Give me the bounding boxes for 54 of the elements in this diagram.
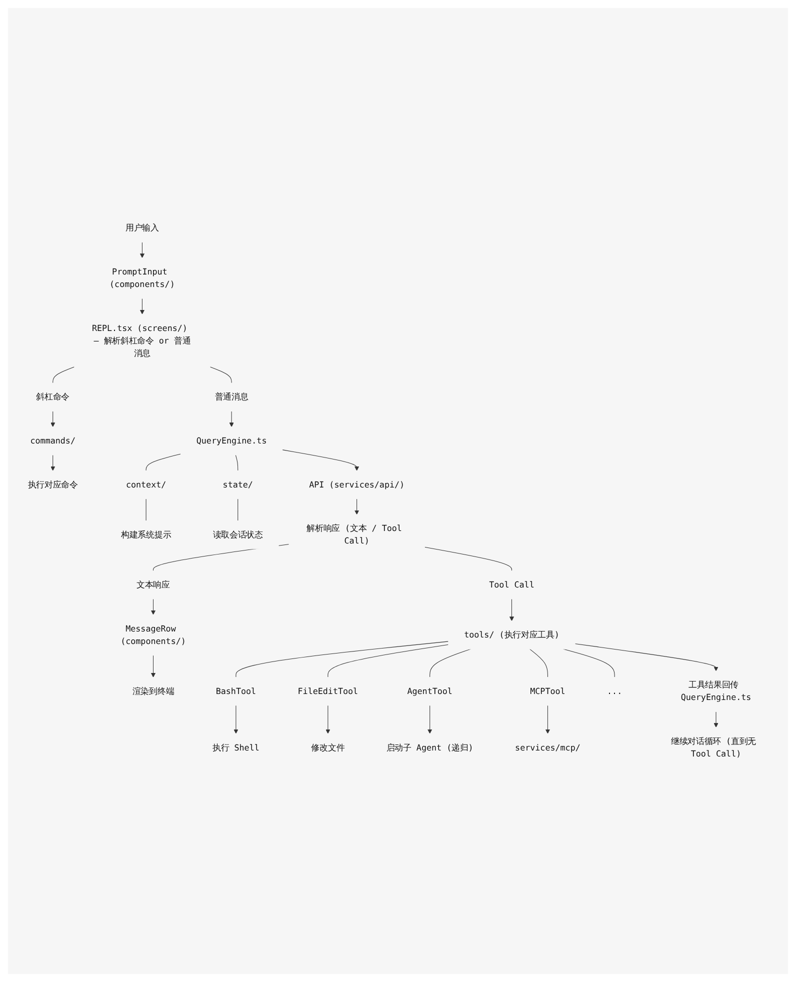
- node-text: tools/ (执行对应工具): [464, 630, 560, 640]
- connector: [146, 454, 181, 471]
- node-text: PromptInput (components/): [110, 266, 175, 290]
- node-text: services/mcp/: [515, 742, 580, 752]
- connector: [430, 648, 472, 678]
- node-text: ...: [607, 686, 622, 696]
- arrow: [140, 298, 144, 314]
- node-text: commands/: [30, 436, 76, 446]
- node-text: 执行 Shell: [212, 742, 260, 752]
- node-text: BashTool: [216, 686, 256, 696]
- connector: [236, 641, 449, 678]
- node-text: API (services/api/): [309, 480, 405, 490]
- node-text: 继续对话循环 (直到无 Tool Call): [670, 736, 756, 759]
- node-text: 解析响应 (文本 / Tool Call): [306, 523, 402, 546]
- connector: [235, 454, 238, 471]
- node-text: 修改文件: [311, 742, 345, 752]
- node-text: 普通消息: [214, 392, 248, 402]
- arrow: [50, 454, 56, 471]
- arrow: [428, 705, 432, 734]
- arrow: [229, 410, 234, 428]
- node-text: context/: [126, 480, 166, 490]
- arrow: [354, 498, 360, 515]
- connector: [529, 648, 548, 678]
- node-text: state/: [222, 480, 253, 490]
- node-text: 构建系统提示: [121, 530, 172, 540]
- node-text: 斜杠命令: [36, 392, 70, 402]
- node-text: 文本响应: [136, 580, 170, 590]
- node-text: 启动子 Agent (递归): [386, 742, 474, 752]
- connector: [328, 644, 449, 678]
- arrow: [509, 598, 514, 622]
- arrow: [714, 711, 718, 728]
- arrow: [50, 410, 56, 428]
- node-text: AgentTool: [407, 686, 452, 696]
- connector: [52, 366, 75, 384]
- connector: [424, 546, 512, 572]
- node-text: Tool Call: [489, 580, 534, 590]
- node-text: 渲染到终端: [132, 686, 174, 696]
- node-text: MCPTool: [530, 686, 566, 696]
- node-text: MessageRow (components/): [120, 624, 186, 646]
- node-text: FileEditTool: [298, 686, 358, 696]
- connector: [210, 366, 232, 384]
- arrow: [150, 598, 156, 615]
- arrow: [140, 242, 144, 258]
- arrow: [326, 705, 330, 734]
- node-text: 用户输入: [126, 222, 159, 233]
- arrow: [282, 450, 360, 471]
- arrow: [574, 643, 718, 672]
- arrow: [150, 655, 156, 678]
- node-text: 工具结果回传 QueryEngine.ts: [680, 680, 752, 702]
- node-text: 执行对应命令: [28, 480, 78, 490]
- node-text: QueryEngine.ts: [196, 436, 267, 446]
- arrow: [234, 705, 238, 734]
- arrow: [545, 705, 550, 734]
- node-text: REPL.tsx (screens/) — 解析斜杠命令 or 普通消息: [92, 323, 191, 358]
